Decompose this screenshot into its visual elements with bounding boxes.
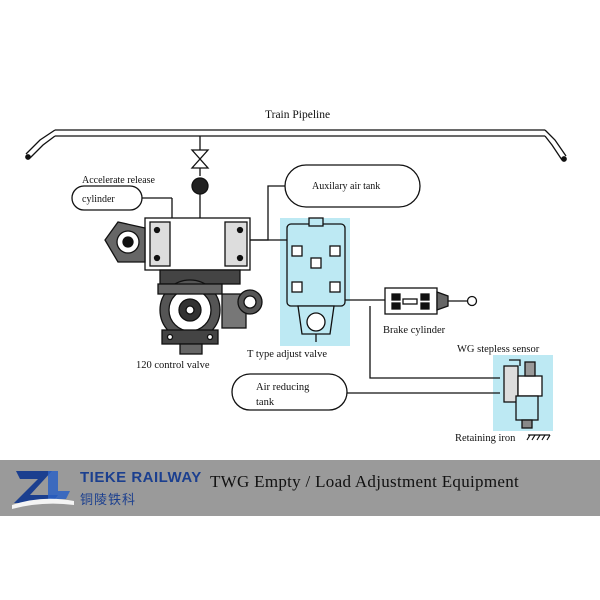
accelerate-release-label: Accelerate release [82,175,156,186]
control-valve-120 [104,217,263,355]
brand-name-en: TIEKE RAILWAY [80,469,202,486]
wg-sensor-label: WG stepless sensor [457,344,540,355]
brake-cylinder-label: Brake cylinder [383,325,446,336]
auxiliary-air-tank-label: Auxilary air tank [312,181,380,192]
sensor-pipes [345,306,500,394]
footer-banner: TIEKE RAILWAY 铜陵铁科 TWG Empty / Load Adju… [0,460,600,516]
brand-name-cn: 铜陵铁科 [80,493,137,508]
accelerate-release-cylinder-label: cylinder [82,194,115,205]
zl-logo-icon [12,471,74,509]
air-reducing-tank [231,373,348,411]
accelerate-release-cylinder [71,185,173,218]
branch-valve [190,136,210,218]
train-pipeline [25,129,567,162]
retaining-iron-symbol [526,434,551,441]
banner-title: TWG Empty / Load Adjustment Equipment [210,472,520,491]
aux-tank-pipe [250,185,285,241]
brake-cylinder [384,287,478,315]
t-type-adjust-valve [286,217,346,342]
control-valve-120-label: 120 control valve [136,360,210,371]
air-reducing-tank-label-1: Air reducing [256,382,310,393]
wg-stepless-sensor [503,359,543,429]
retaining-iron-label: Retaining iron [455,433,516,444]
air-reducing-tank-label-2: tank [256,397,275,408]
train-pipeline-label: Train Pipeline [265,109,330,121]
t-type-adjust-valve-label: T type adjust valve [247,349,327,360]
equipment-diagram: Train Pipeline Accelerate release cylind… [25,109,567,444]
